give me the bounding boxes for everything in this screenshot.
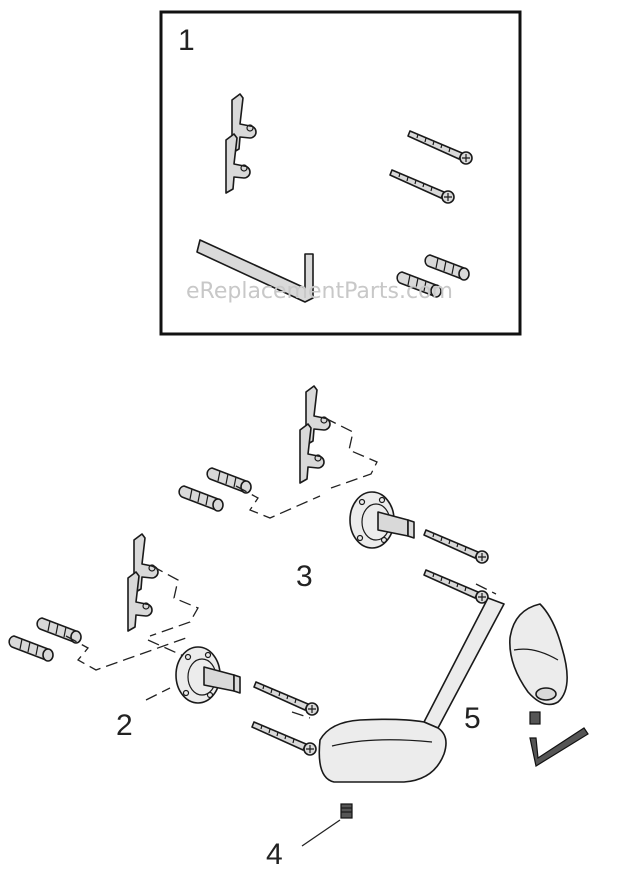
right-flange-screws: [423, 529, 489, 604]
kit-box: 1 eReplacementParts.com: [159, 10, 522, 336]
right-mount-group: 3: [178, 385, 497, 604]
callout-4: 4: [266, 838, 283, 871]
towel-bar: 5: [318, 597, 505, 783]
kit-hex-key: [196, 239, 314, 303]
left-anchor-clips: [127, 533, 159, 632]
left-flange-screws: [251, 681, 319, 756]
right-end-cap: [509, 603, 568, 706]
callout-5: 5: [464, 702, 481, 735]
hex-key-small: [529, 727, 589, 767]
set-screw-right: [529, 711, 541, 725]
left-mount-group: 2: [8, 533, 319, 756]
callout-1: 1: [178, 24, 195, 57]
callout-2: 2: [116, 709, 133, 742]
set-screw-4: 4: [266, 803, 353, 871]
right-anchor-clips: [299, 385, 331, 484]
right-flange: [349, 491, 415, 549]
right-wall-plugs: [178, 467, 252, 512]
left-flange: [175, 646, 241, 704]
left-wall-plugs: [8, 617, 82, 662]
watermark: eReplacementParts.com: [186, 279, 453, 304]
callout-3: 3: [296, 560, 313, 593]
